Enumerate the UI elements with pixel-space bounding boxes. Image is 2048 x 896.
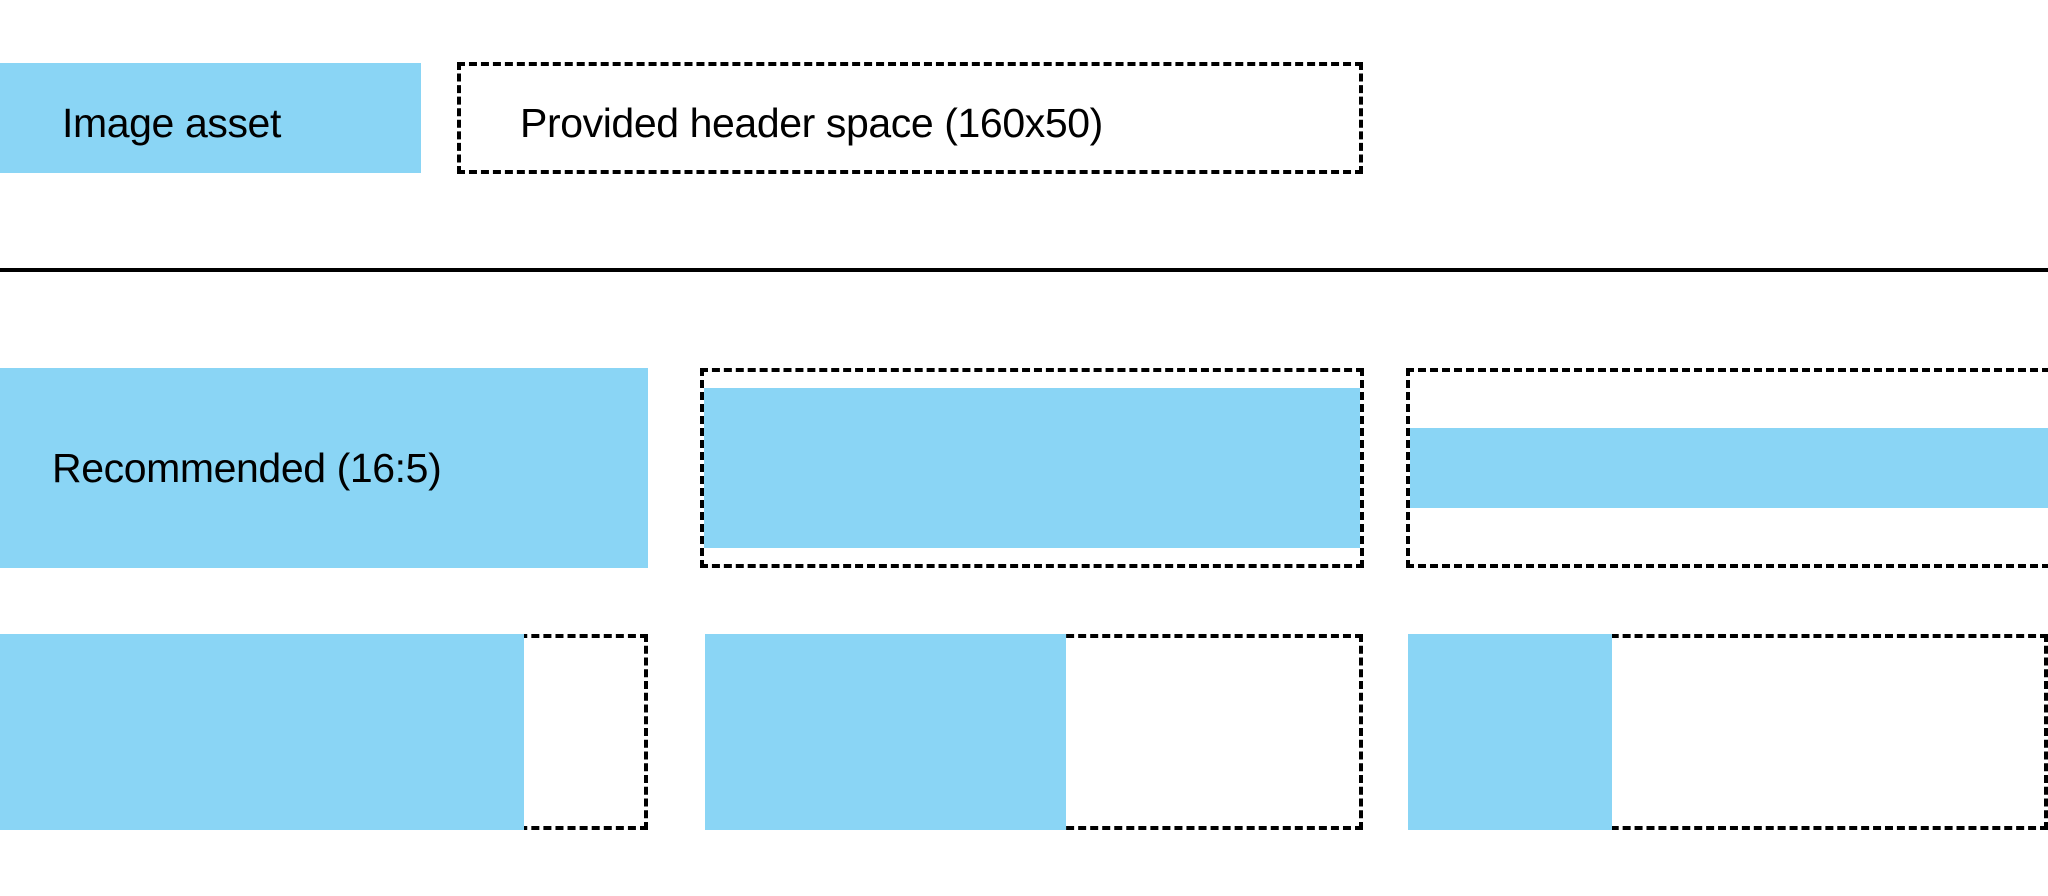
- card-ratio-band-fill: [1410, 428, 2048, 508]
- image-asset-swatch: [0, 63, 421, 173]
- cards-section: Recommended (16:5): [0, 272, 2048, 896]
- card-width-narrow: [1408, 634, 2048, 830]
- card-width-wide: [0, 634, 648, 830]
- card-width-medium-fill: [705, 634, 1066, 830]
- card-recommended-ratio: Recommended (16:5): [0, 368, 648, 568]
- card-width-narrow-fill: [1408, 634, 1612, 830]
- provided-header-space-outline: [457, 62, 1363, 174]
- section-divider: [0, 268, 2048, 272]
- card-ratio-band: [1406, 368, 2048, 568]
- card-recommended-ratio-label: Recommended (16:5): [52, 445, 442, 491]
- image-asset-label: Image asset: [62, 100, 281, 146]
- card-width-wide-fill: [0, 634, 524, 830]
- header-section: Image asset Provided header space (160x5…: [0, 0, 2048, 268]
- card-ratio-inset-fill: [704, 388, 1360, 548]
- card-ratio-inset: [700, 368, 1364, 568]
- provided-header-space-label: Provided header space (160x50): [520, 100, 1103, 146]
- card-width-medium: [705, 634, 1363, 830]
- card-recommended-ratio-fill: [0, 368, 648, 568]
